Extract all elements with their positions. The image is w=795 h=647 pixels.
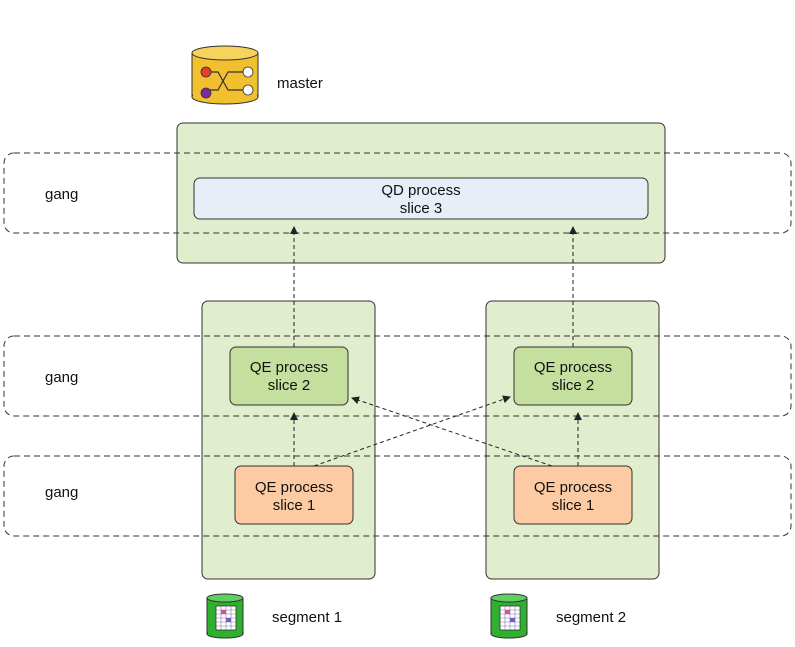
qe-s2-slice2-process-label: QE process xyxy=(534,359,612,376)
gang-band-2 xyxy=(3,335,792,417)
qe-s2-slice1-box xyxy=(513,465,633,525)
gang-band-1 xyxy=(3,152,792,234)
qd-slice-label: slice 3 xyxy=(400,200,443,217)
qe-s1-slice1-slice-label: slice 1 xyxy=(273,497,316,514)
segment1-label: segment 1 xyxy=(272,609,342,626)
qd-process-box xyxy=(193,177,649,220)
database-icon xyxy=(191,45,259,105)
segment-database-icon xyxy=(206,593,244,639)
segment-database-icon xyxy=(490,593,528,639)
master-label: master xyxy=(277,75,323,92)
qe-s2-slice1-slice-label: slice 1 xyxy=(552,497,595,514)
gang-label-1: gang xyxy=(45,186,78,203)
segment1-host-box xyxy=(201,300,376,580)
gang-band-3 xyxy=(3,455,792,537)
qe-s1-slice2-slice-label: slice 2 xyxy=(268,377,311,394)
segment2-host-box xyxy=(485,300,660,580)
gang-label-3: gang xyxy=(45,484,78,501)
qe-s2-slice1-process-label: QE process xyxy=(534,479,612,496)
qd-process-label: QD process xyxy=(381,182,460,199)
segment2-label: segment 2 xyxy=(556,609,626,626)
edge-s2-slice1-to-s1-slice2 xyxy=(351,396,553,467)
qe-s1-slice2-process-label: QE process xyxy=(250,359,328,376)
gang-label-2: gang xyxy=(45,369,78,386)
qe-s2-slice2-slice-label: slice 2 xyxy=(552,377,595,394)
qe-s1-slice1-process-label: QE process xyxy=(255,479,333,496)
qe-s1-slice2-box xyxy=(229,346,349,406)
qe-s2-slice2-box xyxy=(513,346,633,406)
